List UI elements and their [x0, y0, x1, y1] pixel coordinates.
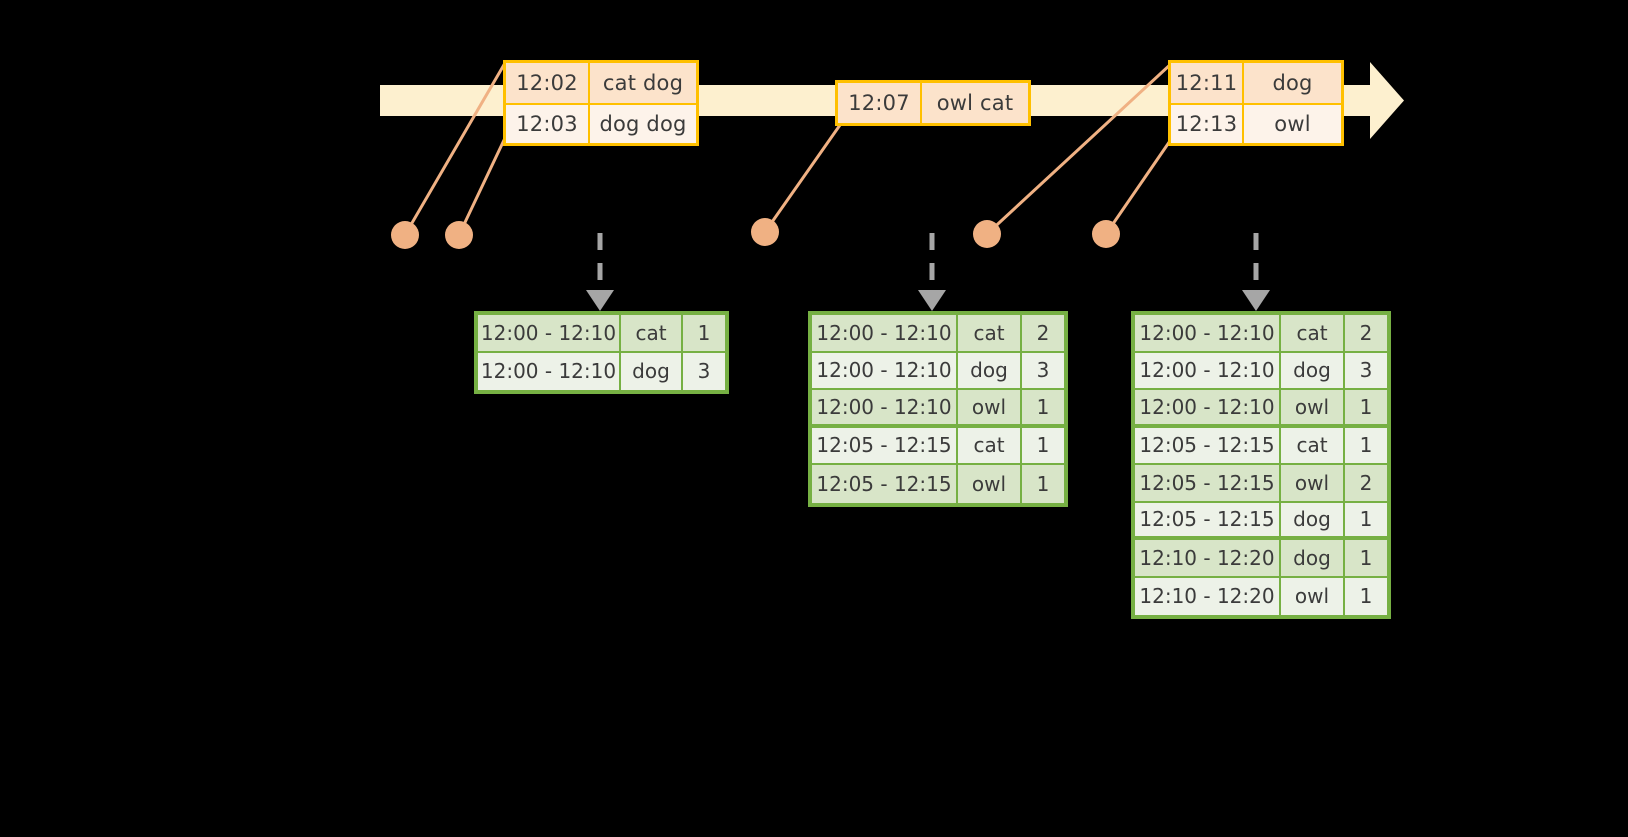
- word-cell: dog: [1281, 502, 1345, 540]
- dashed-arrow-3: [1242, 233, 1270, 311]
- event-row[interactable]: 12:03 dog dog: [506, 103, 696, 143]
- count-cell: 1: [1022, 427, 1064, 465]
- window-cell: 12:00 - 12:10: [478, 315, 621, 353]
- event-words: dog: [1244, 63, 1341, 103]
- event-time: 12:13: [1171, 105, 1244, 143]
- count-cell: 1: [1022, 390, 1064, 428]
- window-cell: 12:05 - 12:15: [1135, 502, 1281, 540]
- window-cell: 12:00 - 12:10: [812, 315, 958, 353]
- event-time: 12:07: [838, 83, 922, 123]
- count-cell: 3: [683, 352, 725, 390]
- count-cell: 2: [1345, 315, 1387, 353]
- count-cell: 1: [1345, 427, 1387, 465]
- event-words: cat dog: [590, 63, 696, 103]
- event-row[interactable]: 12:13 owl: [1171, 103, 1341, 143]
- count-cell: 3: [1022, 352, 1064, 390]
- word-cell: dog: [1281, 540, 1345, 578]
- window-cell: 12:00 - 12:10: [1135, 352, 1281, 390]
- dashed-arrow-1: [586, 233, 614, 311]
- connector-line-5: [1104, 136, 1174, 236]
- event-time: 12:03: [506, 105, 590, 143]
- connector-dot-5: [1092, 220, 1120, 248]
- connector-line-2: [457, 136, 507, 237]
- event-time: 12:11: [1171, 63, 1244, 103]
- window-cell: 12:05 - 12:15: [812, 427, 958, 465]
- word-cell: owl: [1281, 577, 1345, 615]
- word-cell: cat: [1281, 315, 1345, 353]
- word-cell: cat: [1281, 427, 1345, 465]
- count-cell: 1: [683, 315, 725, 353]
- word-cell: owl: [958, 390, 1022, 428]
- window-cell: 12:00 - 12:10: [812, 390, 958, 428]
- word-cell: dog: [621, 352, 683, 390]
- connector-line-3: [763, 123, 842, 234]
- word-cell: owl: [1281, 390, 1345, 428]
- event-row[interactable]: 12:02 cat dog: [506, 63, 696, 103]
- connector-line-1: [403, 61, 507, 237]
- window-cell: 12:10 - 12:20: [1135, 577, 1281, 615]
- count-cell: 3: [1345, 352, 1387, 390]
- event-time: 12:02: [506, 63, 590, 103]
- count-cell: 1: [1022, 465, 1064, 503]
- count-cell: 2: [1345, 465, 1387, 503]
- count-cell: 2: [1022, 315, 1064, 353]
- connector-dot-2: [445, 221, 473, 249]
- window-cell: 12:00 - 12:10: [1135, 390, 1281, 428]
- connector-dot-4: [973, 220, 1001, 248]
- window-cell: 12:10 - 12:20: [1135, 540, 1281, 578]
- word-cell: dog: [1281, 352, 1345, 390]
- word-cell: dog: [958, 352, 1022, 390]
- count-cell: 1: [1345, 540, 1387, 578]
- dashed-arrow-2: [918, 233, 946, 311]
- word-cell: owl: [1281, 465, 1345, 503]
- count-cell: 1: [1345, 577, 1387, 615]
- window-cell: 12:00 - 12:10: [1135, 315, 1281, 353]
- window-cell: 12:05 - 12:15: [812, 465, 958, 503]
- event-words: dog dog: [590, 105, 696, 143]
- word-cell: owl: [958, 465, 1022, 503]
- event-words: owl: [1244, 105, 1341, 143]
- window-cell: 12:00 - 12:10: [478, 352, 621, 390]
- window-cell: 12:05 - 12:15: [1135, 465, 1281, 503]
- word-cell: cat: [621, 315, 683, 353]
- window-cell: 12:05 - 12:15: [1135, 427, 1281, 465]
- event-group-1[interactable]: 12:02 cat dog 12:03 dog dog: [503, 60, 699, 146]
- event-group-3[interactable]: 12:11 dog 12:13 owl: [1168, 60, 1344, 146]
- connector-dots: [391, 218, 1120, 249]
- count-cell: 1: [1345, 390, 1387, 428]
- connector-dot-1: [391, 221, 419, 249]
- word-cell: cat: [958, 315, 1022, 353]
- event-row[interactable]: 12:11 dog: [1171, 63, 1341, 103]
- word-cell: cat: [958, 427, 1022, 465]
- event-group-2[interactable]: 12:07 owl cat: [835, 80, 1031, 126]
- event-row[interactable]: 12:07 owl cat: [838, 83, 1028, 123]
- event-words: owl cat: [922, 83, 1028, 123]
- count-cell: 1: [1345, 502, 1387, 540]
- connector-dot-3: [751, 218, 779, 246]
- window-cell: 12:00 - 12:10: [812, 352, 958, 390]
- dashed-arrows: [586, 233, 1270, 311]
